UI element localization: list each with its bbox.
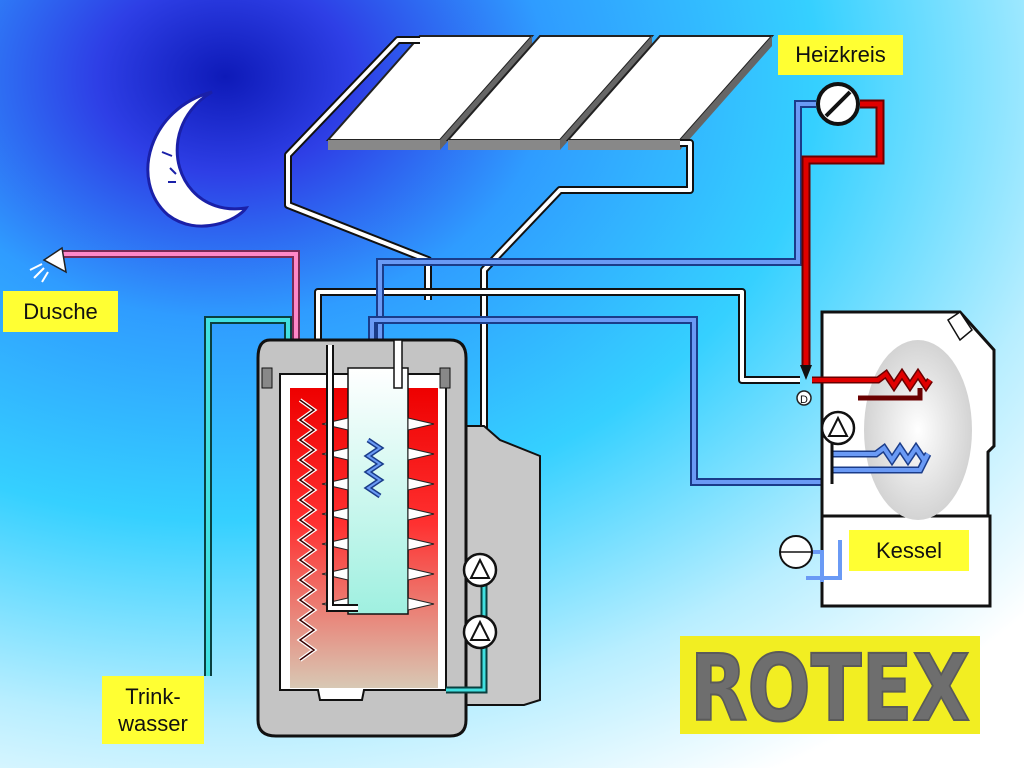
shower-head-icon bbox=[29, 246, 67, 283]
solar-collector-icon bbox=[325, 35, 775, 150]
heating-circuit-pipes bbox=[368, 99, 885, 486]
heizkreis-label: Heizkreis bbox=[778, 35, 903, 75]
rotex-logo: ROTEX bbox=[680, 634, 980, 743]
shower-pipe bbox=[62, 250, 300, 340]
mixing-valve-icon bbox=[800, 365, 812, 380]
storage-tank bbox=[256, 338, 468, 738]
valve-d-marker bbox=[796, 390, 812, 406]
heating-circuit-gauge-icon bbox=[816, 82, 860, 126]
pump-icon bbox=[462, 552, 498, 650]
logo-text: ROTEX bbox=[690, 635, 970, 742]
dusche-label: Dusche bbox=[3, 291, 118, 332]
valve-d-label: D bbox=[800, 394, 808, 406]
expansion-vessel-icon bbox=[779, 535, 813, 569]
moon-icon bbox=[146, 90, 250, 228]
trinkwasser-label: Trink- wasser bbox=[102, 676, 204, 744]
kessel-label: Kessel bbox=[849, 530, 969, 571]
tank-return-pipes bbox=[326, 345, 488, 694]
